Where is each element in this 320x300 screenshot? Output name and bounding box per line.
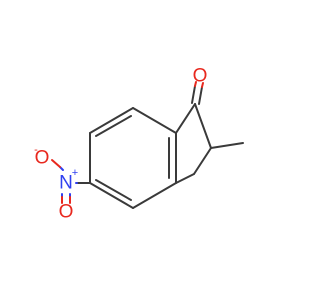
nitro-nitrogen-label: N	[59, 173, 73, 194]
bond-c1-c2	[194, 103, 212, 149]
bond-methyl	[210, 142, 244, 149]
nitro-group	[51, 159, 91, 204]
nitro-nitrogen-charge: +	[72, 167, 78, 179]
nitro-oxygen-minus-charge: -	[34, 144, 38, 156]
bond-c6-c6-inner	[95, 115, 132, 137]
cyclopentanone-ring	[175, 103, 212, 184]
carbonyl-group	[191, 81, 204, 105]
bond-c1-o-right-red	[201, 82, 204, 88]
bond-c5-c4	[89, 182, 134, 209]
bond-c1-o-left-red	[194, 81, 197, 87]
bond-c7a-c1	[175, 103, 196, 134]
benzene-ring	[89, 107, 177, 209]
bond-c1-o-right	[198, 86, 203, 105]
bond-c7a-c7	[132, 107, 177, 134]
molecule-diagram: O N + O - O	[34, 66, 244, 223]
carbonyl-oxygen-label: O	[193, 66, 208, 87]
bond-c3-c3a	[175, 173, 195, 184]
bond-c4-c3a	[132, 182, 177, 209]
structure-canvas: O N + O - O	[34, 65, 244, 223]
bond-n-ominus-red	[51, 159, 61, 168]
bond-c2-c3	[193, 147, 212, 175]
bond-c5-c4-inner	[95, 179, 132, 201]
nitro-oxygen-minus-label: O	[35, 148, 50, 169]
bond-c1-o-left	[191, 85, 196, 104]
nitro-oxygen-double-label: O	[59, 202, 74, 223]
bond-c7-c6	[89, 107, 134, 134]
